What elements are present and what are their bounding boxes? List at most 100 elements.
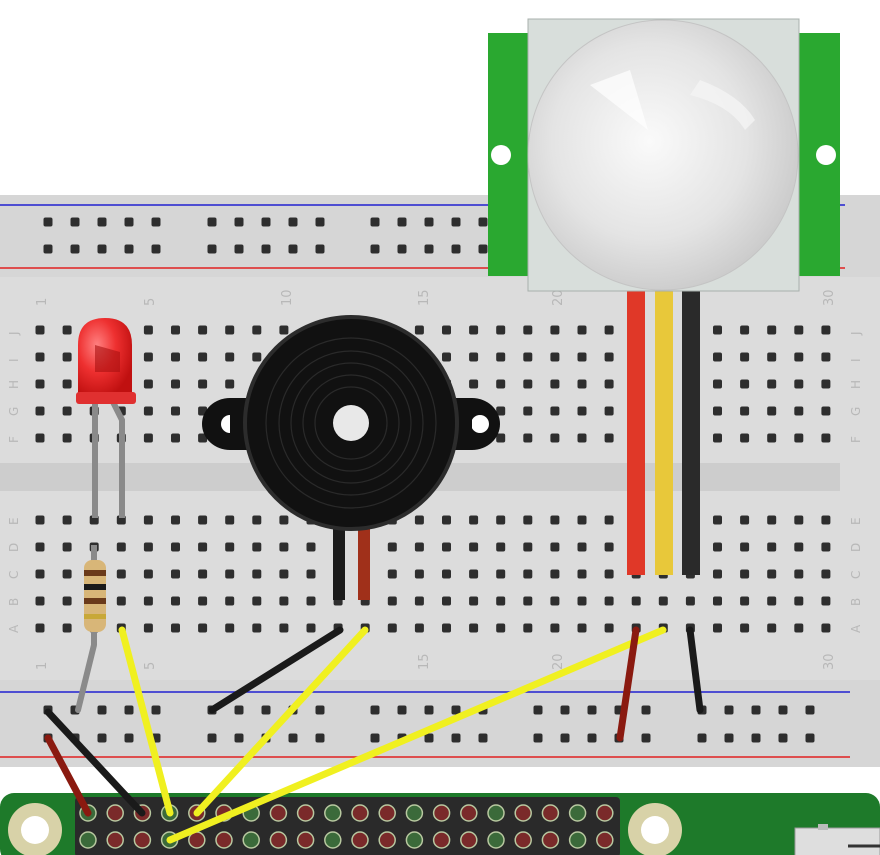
- red-led: [76, 318, 136, 518]
- breadboard-hole: [496, 325, 506, 335]
- power-rail-hole: [288, 733, 298, 743]
- breadboard-hole: [198, 379, 208, 389]
- breadboard-hole: [713, 379, 722, 389]
- breadboard-hole: [767, 596, 777, 606]
- row-label-G-right: G: [849, 407, 863, 416]
- breadboard-hole: [143, 406, 153, 416]
- breadboard-hole: [523, 406, 533, 416]
- col-label-15: 15: [417, 289, 432, 306]
- breadboard-hole: [252, 325, 262, 335]
- power-rail-hole: [424, 217, 434, 227]
- breadboard-hole: [198, 433, 208, 443]
- breadboard-hole: [279, 569, 289, 579]
- gpio-pin: [242, 831, 260, 849]
- breadboard-hole: [252, 352, 262, 362]
- breadboard-hole: [794, 515, 804, 525]
- row-labels-right-lower: E D C B A: [849, 517, 863, 633]
- breadboard-hole: [550, 352, 560, 362]
- breadboard-hole: [171, 596, 180, 606]
- usb-port: [794, 827, 880, 855]
- breadboard-hole: [387, 623, 397, 633]
- breadboard-hole: [550, 623, 560, 633]
- breadboard-hole: [550, 406, 560, 416]
- breadboard-hole: [523, 596, 533, 606]
- breadboard-hole: [143, 596, 153, 606]
- gpio-pin: [541, 804, 560, 822]
- power-rail-hole: [124, 733, 134, 743]
- col-label-5-bottom: 5: [143, 662, 158, 670]
- breadboard-hole: [469, 569, 479, 579]
- breadboard-hole: [821, 352, 831, 362]
- breadboard-hole: [225, 379, 235, 389]
- row-label-C-left: C: [7, 571, 21, 579]
- power-rail-hole: [397, 217, 407, 227]
- breadboard-hole: [767, 352, 777, 362]
- breadboard-hole: [496, 515, 506, 525]
- power-rail-hole: [234, 733, 244, 743]
- power-rail-hole: [451, 733, 461, 743]
- breadboard-hole: [387, 596, 397, 606]
- gpio-pin: [378, 831, 396, 849]
- breadboard-hole: [496, 352, 506, 362]
- breadboard-hole: [469, 596, 479, 606]
- wire-pir-ground: [686, 626, 704, 714]
- buzzer-center-hole: [333, 405, 369, 441]
- breadboard-hole: [35, 352, 45, 362]
- gpio-pin: [460, 804, 478, 822]
- breadboard-hole: [523, 569, 533, 579]
- power-rail-hole: [751, 733, 761, 743]
- breadboard-hole: [171, 515, 180, 525]
- breadboard-hole: [414, 542, 424, 552]
- power-rail-hole: [397, 705, 407, 715]
- gpio-header: [75, 797, 620, 855]
- breadboard-hole: [550, 325, 560, 335]
- breadboard-hole: [442, 542, 451, 552]
- column-labels-bottom: 1 5 15 20 30: [35, 653, 837, 670]
- buzzer-lead-negative: [333, 525, 345, 600]
- breadboard-hole: [143, 569, 153, 579]
- power-rail-hole: [97, 705, 107, 715]
- breadboard-hole: [550, 569, 560, 579]
- power-rail-hole: [751, 705, 761, 715]
- breadboard-hole: [794, 569, 804, 579]
- breadboard-hole: [143, 515, 153, 525]
- breadboard-hole: [279, 623, 289, 633]
- row-label-G-left: G: [7, 407, 21, 416]
- gpio-pin: [133, 831, 152, 849]
- breadboard-hole: [523, 515, 533, 525]
- gpio-pin: [514, 831, 532, 849]
- power-rail-hole: [641, 733, 651, 743]
- breadboard-hole: [414, 325, 424, 335]
- power-rail-hole: [124, 705, 134, 715]
- power-rail-hole: [533, 733, 543, 743]
- row-label-H-left: H: [7, 380, 21, 389]
- col-label-15-bottom: 15: [417, 653, 432, 670]
- breadboard-hole: [143, 623, 153, 633]
- breadboard-hole: [62, 542, 72, 552]
- breadboard-hole: [523, 352, 533, 362]
- gpio-pin: [405, 831, 424, 849]
- breadboard-hole: [821, 569, 831, 579]
- breadboard-hole: [469, 379, 479, 389]
- gpio-pin: [432, 831, 451, 849]
- breadboard-hole: [198, 596, 208, 606]
- wire-power-to-pi: [44, 734, 92, 817]
- col-label-30-bottom: 30: [822, 653, 837, 670]
- breadboard-hole: [713, 569, 722, 579]
- breadboard-hole: [685, 596, 695, 606]
- power-rail-hole: [315, 705, 325, 715]
- pir-mount-hole-right: [816, 145, 836, 165]
- wire-pir-signal: [166, 626, 667, 844]
- power-rail-hole: [724, 705, 734, 715]
- breadboard-hole: [198, 352, 208, 362]
- breadboard-hole: [198, 515, 208, 525]
- power-rail-hole: [424, 244, 434, 254]
- breadboard-hole: [740, 325, 750, 335]
- power-rail-hole: [124, 217, 134, 227]
- breadboard-hole: [767, 406, 777, 416]
- breadboard-hole: [794, 352, 804, 362]
- breadboard-hole: [62, 379, 72, 389]
- breadboard-hole: [740, 542, 750, 552]
- power-rail-hole: [315, 217, 325, 227]
- breadboard-hole: [496, 542, 506, 552]
